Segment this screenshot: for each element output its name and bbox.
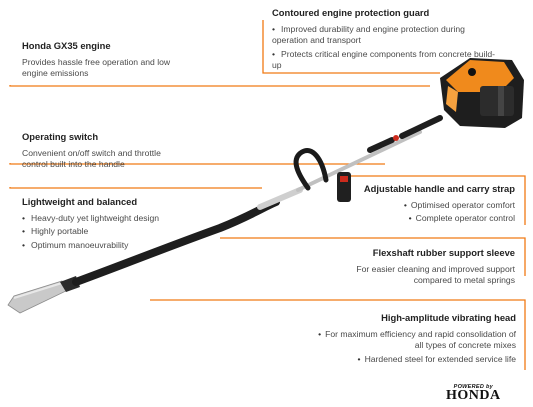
adjustable-handle	[293, 148, 329, 191]
callout-lightweight-bullet: Heavy-duty yet lightweight design	[22, 213, 192, 225]
callout-lightweight: Lightweight and balanced Heavy-duty yet …	[22, 196, 192, 253]
leader-engine	[9, 85, 430, 87]
callout-switch-text: Convenient on/off switch and throttle co…	[22, 147, 161, 170]
callout-head-bullet: Hardened steel for extended service life	[318, 354, 516, 366]
leader-guard	[262, 20, 440, 74]
callout-switch-title: Operating switch	[22, 131, 99, 142]
shaft-coupling	[257, 187, 303, 210]
callout-sleeve: Flexshaft rubber support sleeve For easi…	[345, 247, 515, 287]
callout-lightweight-bullet: Optimum manoeuvrability	[22, 240, 192, 252]
callout-lightweight-title: Lightweight and balanced	[22, 196, 138, 207]
leader-sleeve	[220, 237, 526, 276]
powered-by-label: POWERED by	[453, 384, 493, 390]
callout-handle-title: Adjustable handle and carry strap	[363, 183, 515, 194]
callout-sleeve-text: For easier cleaning and improved support…	[356, 263, 515, 286]
callout-engine-text: Provides hassle free operation and low e…	[22, 56, 171, 79]
leader-lines	[9, 20, 526, 370]
callout-handle-bullet: Optimised operator comfort	[355, 200, 515, 212]
honda-logo: POWERED by HONDA	[446, 384, 501, 403]
throttle-switch	[393, 135, 399, 141]
callout-guard-title: Contoured engine protection guard	[272, 7, 430, 18]
callout-guard-bullet: Protects critical engine components from…	[272, 49, 497, 72]
callout-switch: Operating switch Convenient on/off switc…	[22, 131, 182, 171]
honda-wordmark: HONDA	[446, 388, 501, 403]
callout-handle: Adjustable handle and carry strap Optimi…	[355, 183, 515, 227]
callout-head-bullet: For maximum efficiency and rapid consoli…	[318, 329, 516, 352]
callout-lightweight-bullet: Highly portable	[22, 226, 192, 238]
flex-shaft	[72, 198, 280, 286]
callout-guard: Contoured engine protection guard Improv…	[272, 7, 497, 74]
leader-switch	[9, 163, 385, 165]
vibrating-head	[7, 276, 80, 314]
callout-guard-bullet: Improved durability and engine protectio…	[272, 24, 497, 47]
leader-handle	[345, 175, 526, 225]
leader-head	[150, 299, 526, 370]
callout-handle-bullet: Complete operator control	[355, 213, 515, 225]
drive-tube	[296, 130, 422, 192]
callout-sleeve-title: Flexshaft rubber support sleeve	[372, 247, 515, 258]
callout-head-title: High-amplitude vibrating head	[381, 312, 516, 323]
callout-engine: Honda GX35 engine Provides hassle free o…	[22, 40, 172, 80]
callout-head: High-amplitude vibrating head For maximu…	[318, 312, 516, 367]
leader-lightweight	[9, 187, 262, 189]
callout-engine-title: Honda GX35 engine	[22, 40, 111, 51]
carry-strap	[337, 172, 351, 202]
